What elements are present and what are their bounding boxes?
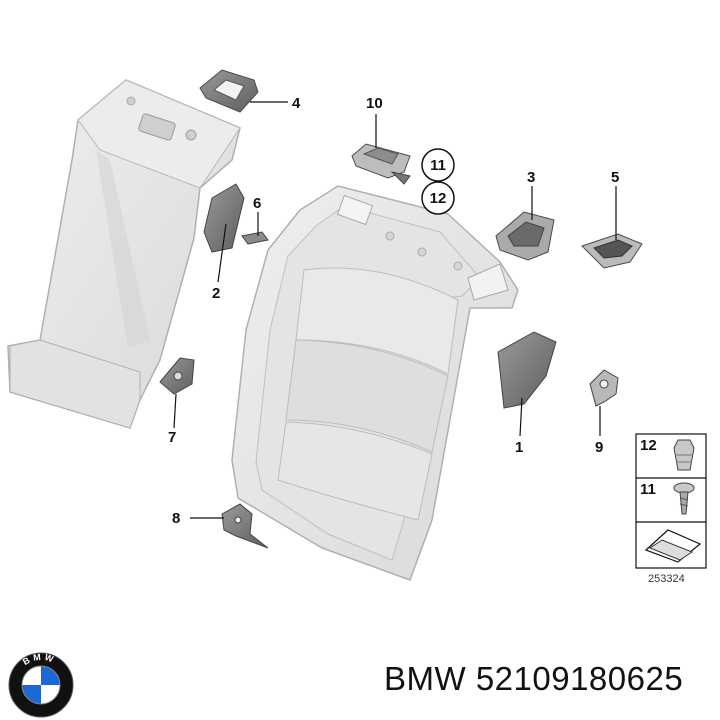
part-5-cover bbox=[581, 233, 643, 269]
callout-1: 1 bbox=[515, 439, 523, 456]
callout-9: 9 bbox=[595, 439, 603, 456]
svg-text:11: 11 bbox=[430, 157, 446, 174]
callout-5: 5 bbox=[611, 169, 619, 186]
expansion-nut-icon bbox=[673, 439, 695, 471]
callout-6: 6 bbox=[253, 195, 261, 212]
backrest-frame bbox=[231, 185, 519, 581]
part-number-label: BMW 52109180625 bbox=[384, 660, 684, 697]
fastener-legend: 12 11 bbox=[635, 433, 707, 569]
part-1-bracket bbox=[497, 331, 557, 409]
callout-2: 2 bbox=[212, 285, 220, 302]
callout-8: 8 bbox=[172, 510, 180, 527]
part-3-frame bbox=[495, 211, 555, 261]
callout-4: 4 bbox=[292, 95, 301, 112]
callout-3: 3 bbox=[527, 169, 535, 186]
callout-7: 7 bbox=[168, 429, 176, 446]
bmw-logo: BMW bbox=[8, 652, 74, 718]
part-6-clip bbox=[241, 231, 269, 245]
screw-icon bbox=[673, 482, 695, 515]
callout-circle-11: 11 bbox=[421, 148, 455, 182]
legend-label-11: 11 bbox=[640, 481, 656, 498]
rear-cover-panel bbox=[7, 79, 241, 429]
diagram-number: 253324 bbox=[648, 573, 685, 585]
part-9-clip bbox=[589, 369, 619, 407]
legend-label-12: 12 bbox=[640, 437, 657, 454]
svg-text:12: 12 bbox=[430, 190, 447, 207]
part-7-hinge bbox=[159, 357, 195, 395]
part-8-bracket bbox=[221, 503, 269, 549]
part-4-bezel bbox=[199, 69, 259, 113]
callout-circle-12: 12 bbox=[421, 181, 455, 215]
part-2-bracket bbox=[203, 183, 245, 253]
callout-10: 10 bbox=[366, 95, 383, 112]
direction-arrow-icon bbox=[644, 529, 702, 563]
part-10-latch bbox=[351, 143, 411, 185]
leader-lines bbox=[173, 101, 617, 519]
